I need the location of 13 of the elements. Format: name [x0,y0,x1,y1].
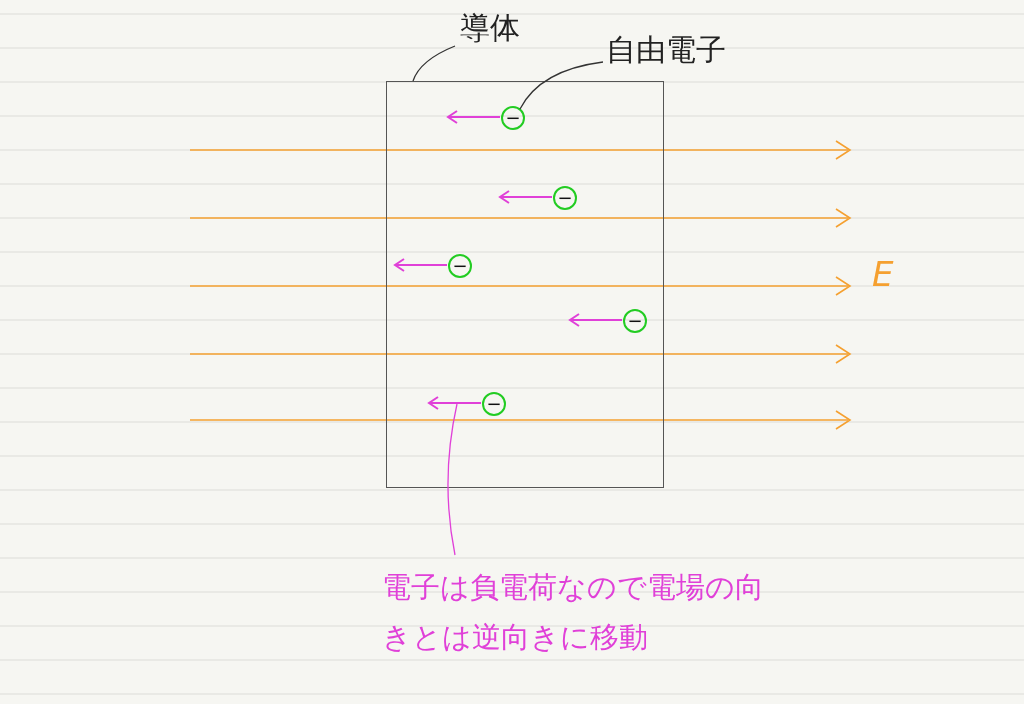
electron-symbol: − [623,309,647,333]
callout-label: 導体 [460,8,520,49]
conductor-box [386,81,664,488]
leader-line [412,45,456,82]
callout-label: 自由電子 [606,30,726,71]
electron-symbol: − [501,106,525,130]
note-text: 電子は負電荷なので電場の向きとは逆向きに移動 [382,562,782,662]
electron-symbol: − [448,254,472,278]
electron-symbol: − [482,392,506,416]
field-label: E [872,254,894,294]
electron-symbol: − [553,186,577,210]
leader-line [519,61,604,110]
leader-line [447,403,458,556]
